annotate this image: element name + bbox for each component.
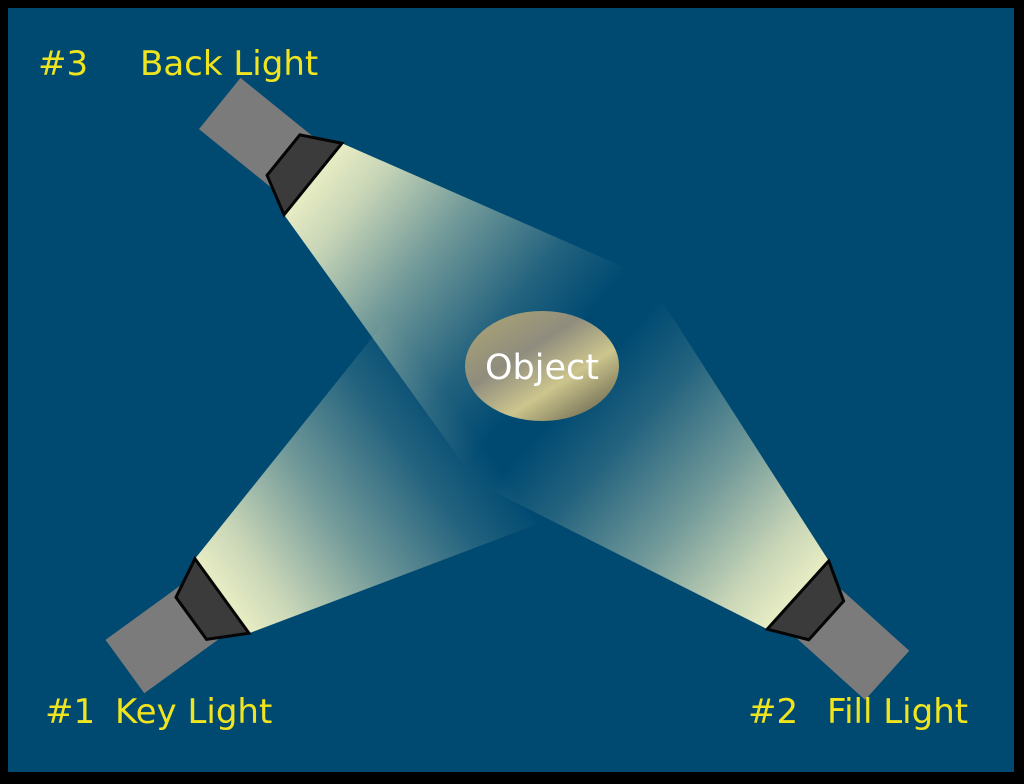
fill-light-group (489, 299, 910, 700)
frame-top (0, 0, 1024, 8)
key-light-label-name: Key Light (115, 692, 272, 732)
frame-bottom (0, 772, 1024, 784)
back-light-lamp-head (265, 133, 345, 218)
back-light-label: #3 Back Light (38, 44, 318, 84)
fill-light-label-name: Fill Light (827, 692, 968, 732)
key-light-group (105, 316, 540, 694)
back-light-label-number: #3 (38, 44, 88, 84)
back-light-beam (284, 143, 627, 468)
key-light-label-number: #1 (45, 692, 95, 732)
fill-light-label: #2 Fill Light (748, 692, 968, 732)
key-light-beam (194, 316, 540, 634)
fill-light-label-number: #2 (748, 692, 798, 732)
key-light-label: #1 Key Light (45, 692, 272, 732)
fill-light-beam (489, 299, 829, 630)
frame-right (1014, 0, 1024, 784)
back-light-group (198, 77, 627, 468)
object-ellipse (465, 311, 619, 421)
object-label: Object (485, 348, 599, 388)
back-light-label-name: Back Light (140, 44, 318, 84)
fill-light-lamp-head (764, 557, 846, 642)
key-light-lamp-head (174, 555, 252, 641)
frame-left (0, 0, 8, 784)
